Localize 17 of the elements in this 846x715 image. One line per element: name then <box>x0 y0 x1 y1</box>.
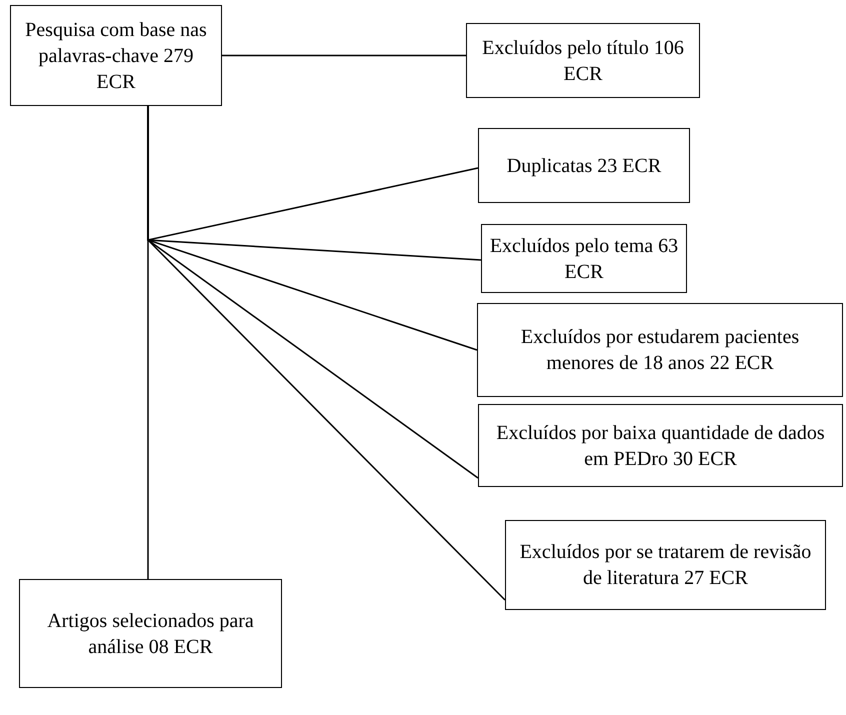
box-text: Duplicatas 23 ECR <box>506 154 662 178</box>
box-text: Excluídos por baixa quantidade de dados em PEDro 30 ECR <box>495 420 826 472</box>
box-text: Excluídos por se tratarem de revisão de literatura 27 ECR <box>518 540 812 591</box>
process-box <box>481 224 687 293</box>
process-box <box>10 5 222 106</box>
process-box <box>478 404 843 487</box>
box-text: Artigos selecionados para análise 08 ECR <box>46 608 255 660</box>
process-box <box>466 23 700 98</box>
process-box <box>505 520 826 610</box>
process-box <box>477 303 843 397</box>
process-box <box>19 579 282 688</box>
box-text: Excluídos pelo tema 63 ECR <box>488 234 680 284</box>
box-text: Excluídos por estudarem pacientes menores de 18 anos 22 ECR <box>520 325 800 376</box>
box-text: Excluídos pelo título 106 ECR <box>481 36 685 86</box>
box-text: Pesquisa com base nas palavras-chave 279 ECR <box>24 18 208 94</box>
connector-line <box>222 54 466 56</box>
process-box <box>478 128 690 203</box>
